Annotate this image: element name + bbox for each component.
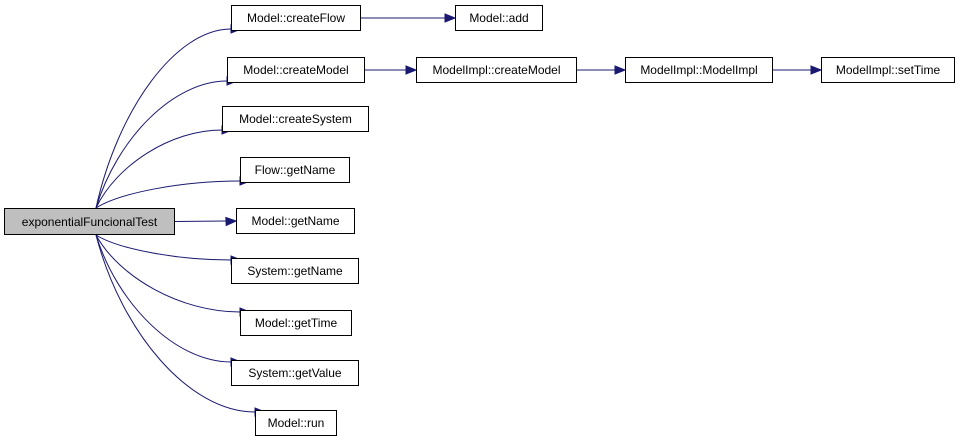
node-model-create-flow[interactable]: Model::createFlow [231,5,361,31]
edge-root-to-model_get_name [174,220,227,222]
node-model-create-system[interactable]: Model::createSystem [222,106,369,132]
arrowhead-create_model-to-impl_create_model [405,65,418,75]
node-system-get-value[interactable]: System::getValue [231,360,359,386]
node-model-add[interactable]: Model::add [455,5,543,31]
edge-root-to-create_flow [95,28,232,209]
edge-root-to-flow_get_name [95,180,241,209]
node-exponential-funcional-test[interactable]: exponentialFuncionalTest [4,208,175,235]
edge-root-to-create_model [95,80,228,209]
node-modelimpl-set-time[interactable]: ModelImpl::setTime [821,57,955,83]
edge-root-to-model_run [95,234,256,413]
node-model-create-model[interactable]: Model::createModel [227,57,365,83]
edge-root-to-model_get_time [95,234,241,313]
edge-root-to-system_get_name [95,234,232,261]
node-model-run[interactable]: Model::run [255,410,337,436]
arrowhead-impl_create_model-to-impl_ctor [614,65,627,75]
node-model-get-name[interactable]: Model::getName [236,208,355,234]
node-flow-get-name[interactable]: Flow::getName [240,157,350,183]
node-system-get-name[interactable]: System::getName [231,258,359,284]
node-modelimpl-constructor[interactable]: ModelImpl::ModelImpl [625,57,773,83]
edge-root-to-system_get_value [95,234,232,363]
arrowhead-create_flow-to-add [444,13,457,23]
node-modelimpl-create-model[interactable]: ModelImpl::createModel [416,57,577,83]
edge-root-to-create_system [95,129,223,209]
node-model-get-time[interactable]: Model::getTime [240,310,352,336]
arrowhead-impl_ctor-to-impl_set_time [810,65,823,75]
arrowhead-root-to-model_get_name [225,216,238,227]
